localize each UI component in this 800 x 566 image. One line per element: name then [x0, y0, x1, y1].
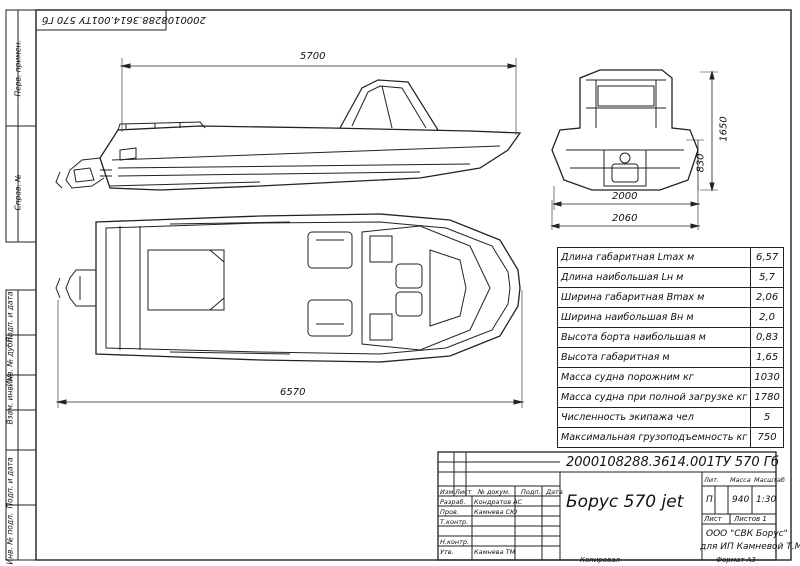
hdr-izm: Изм [440, 488, 454, 496]
margin-label-perv-primen: Перв. примен. [13, 40, 23, 97]
role-utv: Утв. [440, 548, 454, 556]
title-name: Борус 570 jet [566, 492, 684, 512]
org-line2: для ИП Камневой Т.М. [700, 542, 800, 552]
format-label: Формат А3 [716, 556, 756, 564]
mass-label: Масса [730, 476, 751, 484]
hdr-data: Дата [546, 488, 563, 496]
scale-label: Масштаб [754, 476, 785, 484]
role-razrab: Разраб. [440, 498, 466, 506]
rotated-sheet-code: 2000108288.3614.001ТУ 570 Гб [42, 14, 206, 25]
title-block-grid [437, 451, 777, 561]
side-view [55, 58, 522, 191]
role-nkontr: Н.контр. [440, 538, 470, 546]
copied-label: Копировал [580, 556, 620, 564]
hdr-doc: № докум. [478, 488, 511, 496]
rear-view [550, 69, 718, 230]
name-utv: Камнева ТМ [474, 548, 516, 556]
margin-label-inv-podl: Инв. № подл. [5, 512, 15, 565]
lit-value: П [706, 495, 713, 505]
scale-value: 1:30 [756, 495, 777, 505]
hdr-list: Лист [455, 488, 472, 496]
sheet-label: Лист [704, 515, 722, 523]
top-view [55, 213, 524, 408]
dim-rear-outer: 2060 [612, 213, 638, 224]
dim-height-total: 1650 [718, 116, 730, 142]
lit-label: Лит. [704, 476, 719, 484]
role-prov: Пров. [440, 508, 459, 516]
mass-value: 940 [732, 495, 750, 505]
name-prov: Камнева СЮ [474, 508, 518, 516]
dim-height-side: 830 [695, 153, 707, 173]
title-designation: 2000108288.3614.001ТУ 570 Гб [566, 455, 780, 470]
name-razrab: Кондратов АС [474, 498, 523, 506]
role-tkontr: Т.контр. [440, 518, 469, 526]
left-margin-strip [5, 289, 37, 561]
dim-rear-inner: 2000 [612, 191, 638, 202]
org-line1: ООО "СВК Борус" [706, 529, 788, 539]
dim-top-length: 6570 [280, 387, 306, 398]
margin-label-sprav: Справ. № [13, 174, 23, 211]
margin-label-vzam-inv: Взам. инв. № [5, 373, 15, 425]
hdr-podp: Подп. [521, 488, 541, 496]
margin-label-podp-data-2: Подп. и дата [5, 457, 15, 509]
dim-side-length: 5700 [300, 51, 326, 62]
sheets-label: Листов 1 [734, 515, 767, 523]
sheet-frame [35, 9, 792, 561]
